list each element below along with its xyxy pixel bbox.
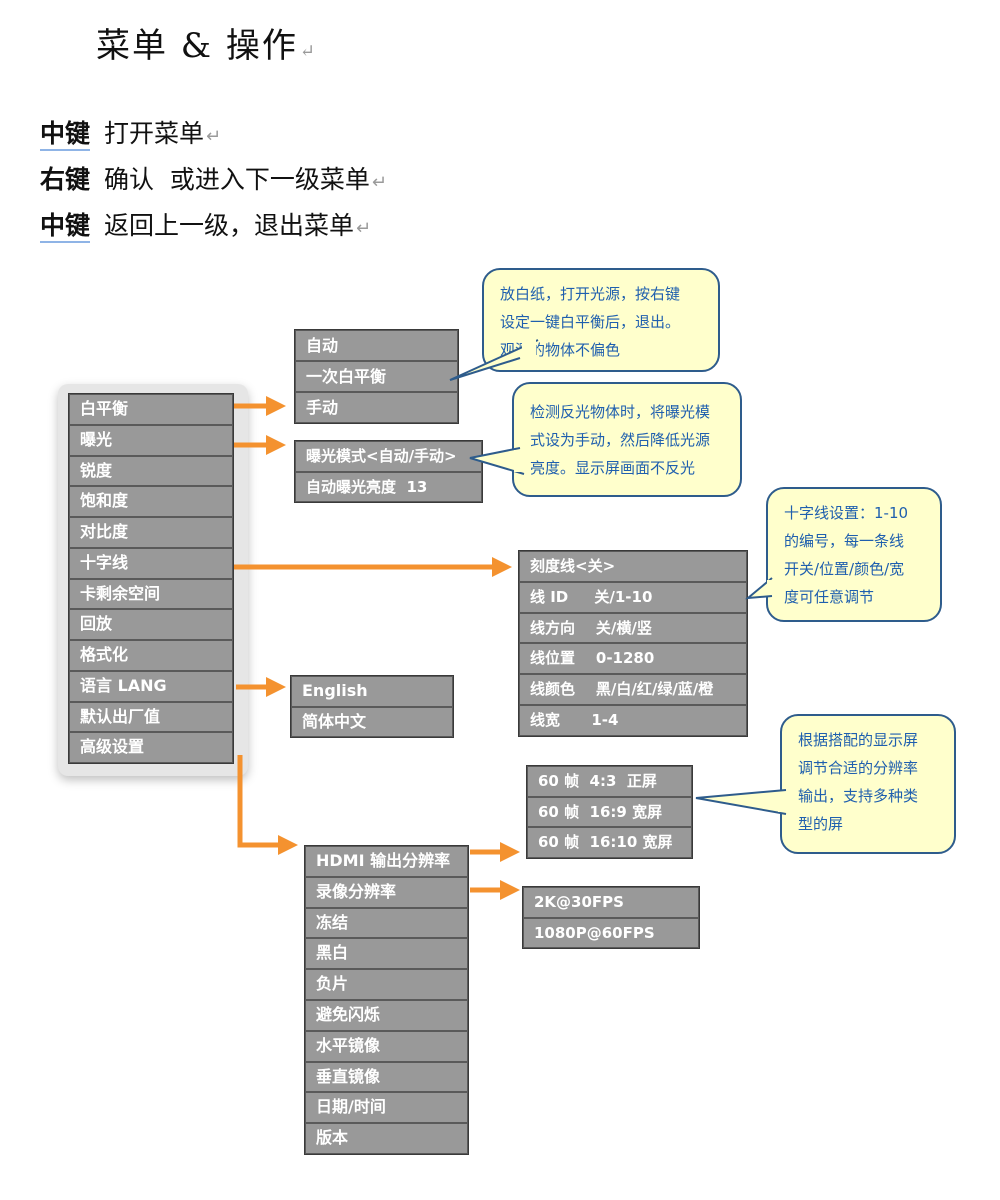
arrow-advanced: [237, 755, 298, 855]
advanced-menu-item[interactable]: 避免闪烁: [305, 1000, 468, 1031]
cross-menu-item[interactable]: 线方向 关/横/竖: [519, 612, 747, 644]
main-menu-item[interactable]: 默认出厂值: [69, 701, 233, 733]
advanced-menu-item[interactable]: 水平镜像: [305, 1030, 468, 1062]
advanced-menu-item[interactable]: 版本: [305, 1123, 468, 1154]
wb-menu-item[interactable]: 手动: [295, 392, 458, 423]
key-label: 中键: [40, 211, 91, 243]
main-menu-item[interactable]: 卡剩余空间: [69, 578, 233, 610]
advanced-menu-item[interactable]: 垂直镜像: [305, 1061, 468, 1093]
cross-menu-item[interactable]: 刻度线<关>: [519, 551, 747, 582]
main-menu-item[interactable]: 语言 LANG: [69, 670, 233, 702]
key-desc: 确认 或进入下一级菜单: [104, 165, 370, 194]
advanced-submenu: HDMI 输出分辨率录像分辨率冻结黑白负片避免闪烁水平镜像垂直镜像日期/时间版本: [304, 845, 469, 1155]
key-instruction-1: 中键打开菜单↵: [40, 114, 222, 151]
key-label: 中键: [40, 119, 91, 151]
key-instruction-2: 右键确认 或进入下一级菜单↵: [40, 160, 387, 196]
callout-crosshair: 十字线设置：1-10 的编号，每一条线 开关/位置/颜色/宽 度可任意调节: [766, 487, 942, 622]
pilcrow-mark: ↵: [356, 218, 372, 239]
hdmi-menu-item[interactable]: 60 帧 4:3 正屏: [527, 766, 692, 797]
main-menu-item[interactable]: 高级设置: [69, 732, 233, 763]
advanced-menu-item[interactable]: 冻结: [305, 907, 468, 939]
rec-menu-item[interactable]: 2K@30FPS: [523, 887, 699, 918]
hdmi-menu-item[interactable]: 60 帧 16:9 宽屏: [527, 796, 692, 828]
cross-menu-item[interactable]: 线位置 0-1280: [519, 643, 747, 675]
main-menu-item[interactable]: 十字线: [69, 547, 233, 579]
key-instruction-3: 中键返回上一级，退出菜单↵: [40, 206, 372, 243]
cross-menu-item[interactable]: 线宽 1-4: [519, 705, 747, 736]
main-menu-item[interactable]: 白平衡: [69, 394, 233, 425]
tail-hdmi: [695, 789, 787, 815]
key-desc: 打开菜单: [104, 119, 205, 148]
lang-menu-item[interactable]: English: [291, 676, 453, 707]
exposure-menu-item[interactable]: 曝光模式<自动/手动>: [295, 441, 482, 472]
main-menu-item[interactable]: 曝光: [69, 424, 233, 456]
rec-menu-item[interactable]: 1080P@60FPS: [523, 917, 699, 948]
page-title: 菜单 & 操作↵: [96, 26, 317, 66]
main-menu-item[interactable]: 回放: [69, 609, 233, 640]
cross-menu-item[interactable]: 线 ID 关/1-10: [519, 581, 747, 613]
key-desc: 返回上一级，退出菜单: [104, 211, 355, 240]
tail-exposure: [469, 447, 525, 475]
exposure-menu-item[interactable]: 自动曝光亮度 13: [295, 471, 482, 502]
advanced-menu-item[interactable]: HDMI 输出分辨率: [305, 846, 468, 877]
exposure-submenu: 曝光模式<自动/手动>自动曝光亮度 13: [294, 440, 483, 503]
pilcrow-mark: ↵: [371, 172, 388, 193]
cross-menu-item[interactable]: 线颜色 黑/白/红/绿/蓝/橙: [519, 674, 747, 705]
main-menu-item[interactable]: 锐度: [69, 455, 233, 487]
wb-menu-item[interactable]: 自动: [295, 330, 458, 361]
advanced-menu-item[interactable]: 录像分辨率: [305, 876, 468, 908]
key-label: 右键: [40, 165, 91, 194]
main-menu-item[interactable]: 饱和度: [69, 486, 233, 517]
callout-hdmi: 根据搭配的显示屏 调节合适的分辨率 输出，支持多种类 型的屏: [780, 714, 956, 854]
pilcrow-mark: ↵: [206, 126, 222, 147]
white-balance-submenu: 自动一次白平衡手动: [294, 329, 459, 424]
callout-exposure: 检测反光物体时，将曝光模 式设为手动，然后降低光源 亮度。显示屏画面不反光: [512, 382, 742, 497]
pilcrow-mark: ↵: [299, 41, 317, 62]
tail-white-balance: [449, 339, 539, 381]
tail-crosshair: [744, 577, 773, 600]
lang-menu-item[interactable]: 简体中文: [291, 706, 453, 737]
advanced-menu-item[interactable]: 日期/时间: [305, 1092, 468, 1124]
advanced-menu-item[interactable]: 黑白: [305, 938, 468, 970]
main-menu-item[interactable]: 格式化: [69, 640, 233, 671]
advanced-menu-item[interactable]: 负片: [305, 969, 468, 1000]
main-menu-item[interactable]: 对比度: [69, 517, 233, 548]
hdmi-menu-item[interactable]: 60 帧 16:10 宽屏: [527, 827, 692, 858]
